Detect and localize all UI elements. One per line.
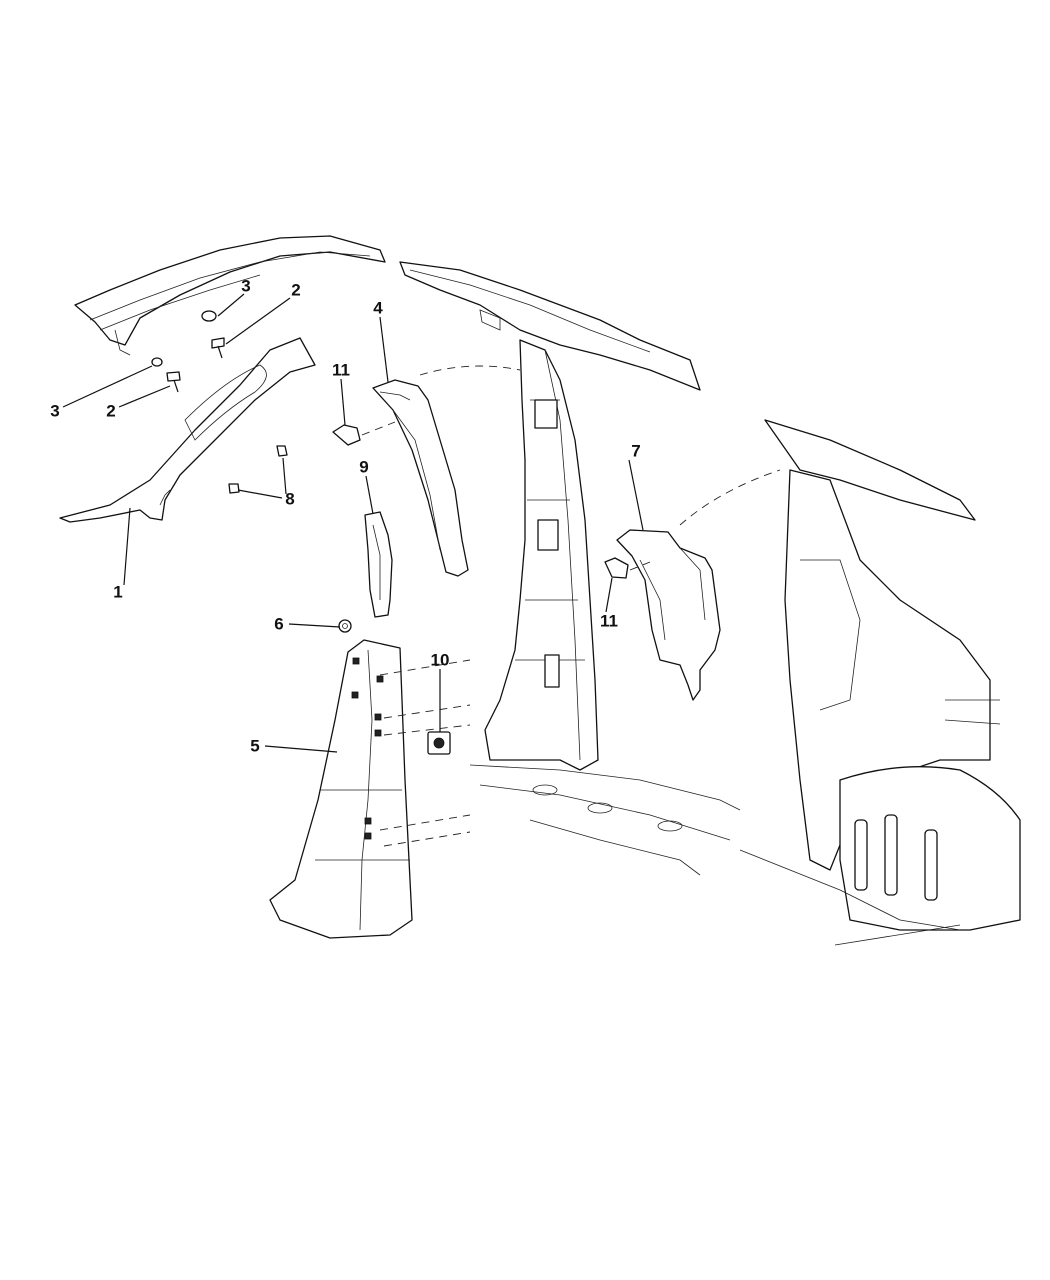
part-1-a-pillar-trim (59, 337, 316, 523)
callout-2-upper: 2 (291, 280, 301, 300)
callout-6: 6 (274, 614, 284, 634)
callout-8: 8 (285, 489, 295, 509)
callout-4: 4 (373, 298, 383, 318)
part-7-c-pillar-trim (616, 529, 721, 701)
callout-2-lower: 2 (106, 401, 116, 421)
callout-3-lower: 3 (50, 401, 60, 421)
callout-1: 1 (113, 582, 123, 602)
part-9-grab-handle-trim (364, 511, 393, 618)
callout-11-left: 11 (332, 360, 350, 380)
callout-9: 9 (359, 457, 369, 477)
b-pillar-body-structure (484, 339, 599, 771)
part-5-b-pillar-lower-trim (269, 639, 413, 939)
part-11-plug-right (604, 557, 629, 579)
part-11-plug-left (332, 424, 361, 446)
roof-rail-front (74, 235, 386, 356)
callout-11-right: 11 (600, 611, 618, 631)
part-10-switch (427, 731, 451, 755)
floor-sill (469, 764, 741, 876)
rear-quarter-structure (739, 419, 1021, 946)
roof-rail-center (399, 261, 701, 391)
leader-lines (62, 293, 644, 753)
fastener-parts (151, 310, 288, 494)
part-4-b-pillar-upper-trim (372, 379, 469, 577)
part-6-screw (338, 619, 352, 633)
callout-7: 7 (631, 441, 641, 461)
callout-10: 10 (430, 650, 450, 670)
callout-5: 5 (250, 736, 260, 756)
alignment-lines (361, 365, 781, 847)
callout-3-upper: 3 (241, 276, 251, 296)
